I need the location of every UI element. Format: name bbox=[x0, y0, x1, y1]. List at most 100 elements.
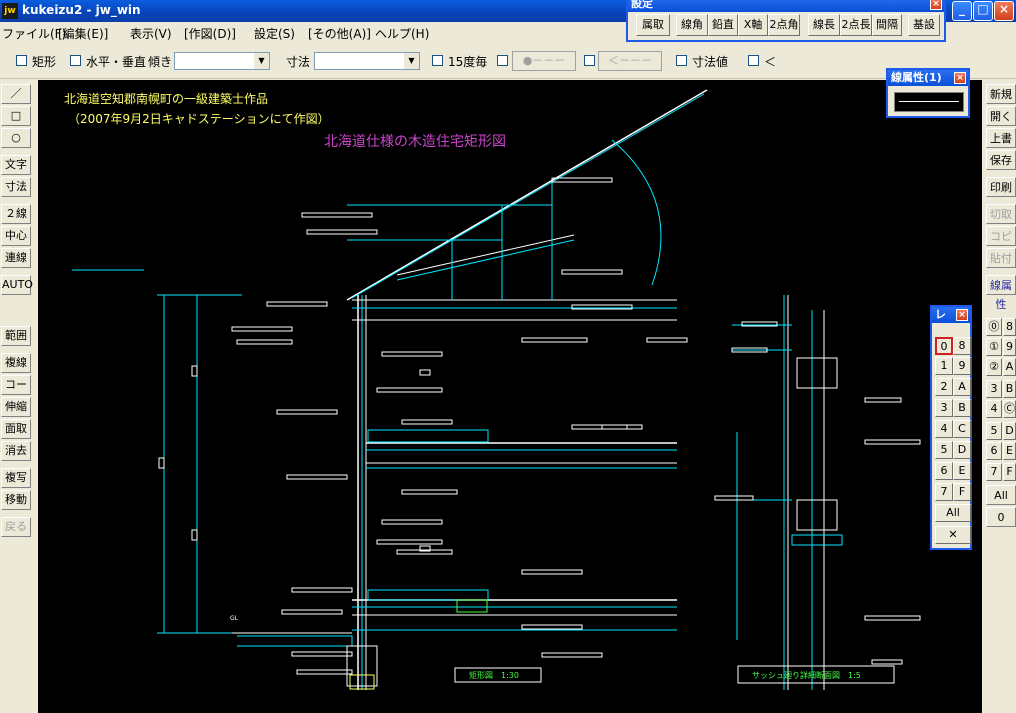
overwrite-button[interactable]: 上書 bbox=[986, 128, 1016, 148]
center-line-tool-button[interactable]: 中心線 bbox=[1, 226, 31, 260]
right-layer-a[interactable]: A bbox=[1003, 358, 1016, 376]
layer-all-button[interactable]: All bbox=[935, 504, 971, 522]
layer-6-button[interactable]: 6 bbox=[935, 462, 953, 480]
deg15-checkbox[interactable] bbox=[432, 55, 443, 66]
layer-c-button[interactable]: C bbox=[953, 420, 971, 438]
undo-tool-button[interactable]: 戻る bbox=[1, 517, 31, 537]
save-button[interactable]: 保存 bbox=[986, 150, 1016, 170]
menu-file[interactable]: ファイル(F) bbox=[2, 27, 67, 41]
arrow-checkbox[interactable] bbox=[584, 55, 595, 66]
lt-checkbox[interactable] bbox=[748, 55, 759, 66]
layer-5-button[interactable]: 5 bbox=[935, 441, 953, 459]
corner-tool-button[interactable]: コーナー bbox=[1, 375, 31, 409]
rect-checkbox[interactable] bbox=[16, 55, 27, 66]
double-line-tool-button[interactable]: ２線 bbox=[1, 204, 31, 224]
auto-tool-button[interactable]: AUTO bbox=[1, 275, 33, 295]
toolbar: 矩形 水平・垂直 傾き ▼ 寸法 ▼ 15度毎 ●－－－ ＜－－－ 寸法値 ＜ bbox=[0, 44, 1016, 79]
x-axis-button[interactable]: X軸 bbox=[738, 14, 768, 36]
layer-0-button[interactable]: 0 bbox=[935, 337, 953, 355]
interval-button[interactable]: 間隔 bbox=[872, 14, 902, 36]
menu-help[interactable]: ヘルプ(H) bbox=[375, 27, 430, 41]
menu-settings[interactable]: 設定(S) bbox=[254, 27, 295, 41]
copy-tool-button[interactable]: 複写 bbox=[1, 468, 31, 488]
cut-button[interactable]: 切取 bbox=[986, 204, 1016, 224]
right-layer-3[interactable]: 3 bbox=[986, 380, 1002, 398]
layer-invert-button[interactable]: ✕ bbox=[935, 526, 971, 544]
right-layer-6[interactable]: 6 bbox=[986, 442, 1002, 460]
text-tool-button[interactable]: 文字 bbox=[1, 155, 31, 175]
right-layer-d[interactable]: D bbox=[1003, 422, 1016, 440]
close-icon[interactable]: × bbox=[930, 0, 942, 10]
line-angle-button[interactable]: 線角 bbox=[676, 14, 708, 36]
continuous-line-tool-button[interactable]: 連線 bbox=[1, 248, 31, 268]
dimval-checkbox[interactable] bbox=[676, 55, 687, 66]
line-preview[interactable] bbox=[894, 92, 964, 112]
layer-4-button[interactable]: 4 bbox=[935, 420, 953, 438]
layer-d-button[interactable]: D bbox=[953, 441, 971, 459]
new-file-button[interactable]: 新規 bbox=[986, 84, 1016, 104]
close-button[interactable]: × bbox=[994, 1, 1014, 21]
stretch-tool-button[interactable]: 伸縮 bbox=[1, 397, 31, 417]
base-set-button[interactable]: 基設 bbox=[908, 14, 940, 36]
right-layer-5[interactable]: 5 bbox=[986, 422, 1002, 440]
layer-8-button[interactable]: 8 bbox=[953, 337, 971, 355]
menu-view[interactable]: 表示(V) bbox=[130, 27, 172, 41]
dimension-tool-button[interactable]: 寸法 bbox=[1, 177, 31, 197]
rectangle-tool-button[interactable]: □ bbox=[1, 106, 31, 126]
layer-f-button[interactable]: F bbox=[953, 483, 971, 501]
open-file-button[interactable]: 開く bbox=[986, 106, 1016, 126]
attr-take-button[interactable]: 属取 bbox=[636, 14, 670, 36]
cad-drawing[interactable]: 北海道空知郡南幌町の一級建築士作品 （2007年9月2日キャドステーションにて作… bbox=[52, 80, 970, 713]
range-tool-button[interactable]: 範囲 bbox=[1, 326, 31, 346]
menu-edit[interactable]: [編集(E)] bbox=[58, 27, 109, 41]
right-layer-all-button[interactable]: All bbox=[986, 485, 1016, 505]
circle-tool-button[interactable]: ○ bbox=[1, 128, 31, 148]
right-layer-e[interactable]: E bbox=[1003, 442, 1016, 460]
dim-combo[interactable]: ▼ bbox=[314, 52, 420, 70]
menu-draw[interactable]: [作図(D)] bbox=[184, 27, 236, 41]
right-layer-c[interactable]: Ⓒ bbox=[1003, 400, 1016, 418]
right-layer-0[interactable]: ⓪ bbox=[986, 318, 1002, 336]
vertical-button[interactable]: 鉛直 bbox=[708, 14, 738, 36]
print-button[interactable]: 印刷 bbox=[986, 177, 1016, 197]
layer-2-button[interactable]: 2 bbox=[935, 378, 953, 396]
line-length-button[interactable]: 線長 bbox=[808, 14, 840, 36]
minimize-button[interactable]: _ bbox=[952, 1, 972, 21]
right-layer-4[interactable]: 4 bbox=[986, 400, 1002, 418]
right-layer-f[interactable]: F bbox=[1003, 463, 1016, 481]
layer-7-button[interactable]: 7 bbox=[935, 483, 953, 501]
menu-other[interactable]: [その他(A)] bbox=[308, 27, 371, 41]
move-tool-button[interactable]: 移動 bbox=[1, 490, 31, 510]
two-point-length-button[interactable]: 2点長 bbox=[840, 14, 872, 36]
layer-3-button[interactable]: 3 bbox=[935, 399, 953, 417]
tilt-combo[interactable]: ▼ bbox=[174, 52, 270, 70]
point-checkbox[interactable] bbox=[497, 55, 508, 66]
chamfer-tool-button[interactable]: 面取 bbox=[1, 419, 31, 439]
layer-1-button[interactable]: 1 bbox=[935, 357, 953, 375]
hv-checkbox[interactable] bbox=[70, 55, 81, 66]
right-layer-b[interactable]: B bbox=[1003, 380, 1016, 398]
layer-b-button[interactable]: B bbox=[953, 399, 971, 417]
right-layer-group-button[interactable]: 0 bbox=[986, 507, 1016, 527]
maximize-button[interactable]: □ bbox=[973, 1, 993, 21]
right-layer-8[interactable]: 8 bbox=[1003, 318, 1016, 336]
arrow-mode-button[interactable]: ＜－－－ bbox=[598, 51, 662, 71]
layer-9-button[interactable]: 9 bbox=[953, 357, 971, 375]
point-mode-button[interactable]: ●－－－ bbox=[512, 51, 576, 71]
line-tool-button[interactable]: ／ bbox=[1, 84, 31, 104]
close-icon[interactable]: × bbox=[954, 72, 966, 84]
layer-panel: レ × 0 8 1 9 2 A 3 B 4 C 5 D 6 E 7 F All … bbox=[930, 305, 972, 550]
paste-button[interactable]: 貼付 bbox=[986, 248, 1016, 268]
layer-a-button[interactable]: A bbox=[953, 378, 971, 396]
right-layer-2[interactable]: ② bbox=[986, 358, 1002, 376]
right-layer-7[interactable]: 7 bbox=[986, 463, 1002, 481]
right-layer-9[interactable]: 9 bbox=[1003, 338, 1016, 356]
two-point-angle-button[interactable]: 2点角 bbox=[768, 14, 800, 36]
layer-e-button[interactable]: E bbox=[953, 462, 971, 480]
right-layer-1[interactable]: ① bbox=[986, 338, 1002, 356]
line-attr-button[interactable]: 線属性 bbox=[986, 275, 1016, 311]
parallel-line-tool-button[interactable]: 複線 bbox=[1, 353, 31, 373]
erase-tool-button[interactable]: 消去 bbox=[1, 441, 31, 461]
copy-button[interactable]: コピー bbox=[986, 226, 1016, 262]
close-icon[interactable]: × bbox=[956, 309, 968, 321]
